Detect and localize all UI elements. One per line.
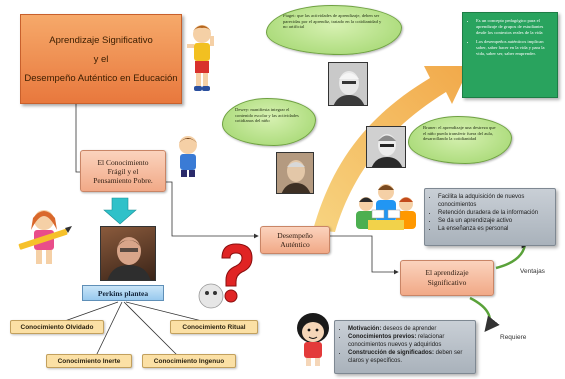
- line-fragil-desempeno: [166, 181, 259, 239]
- thinking-boy-illustration: [179, 136, 197, 177]
- ventajas-item: Se da un aprendizaje activo: [438, 217, 550, 225]
- conocimiento-inerte: Conocimiento Inerte: [46, 354, 132, 368]
- requisitos-list: Motivación: deseos de aprender Conocimie…: [340, 325, 470, 365]
- node-conocimiento-fragil: El Conocimiento Frágil y el Pensamiento …: [80, 150, 166, 192]
- line-desempeno-aprendizaje: [330, 235, 399, 275]
- piaget-photo: [328, 62, 368, 106]
- cloud-piaget: Piaget: que las actividades de aprendiza…: [266, 5, 402, 55]
- ventajas-item: Facilita la adquisición de nuevos conoci…: [438, 193, 550, 209]
- ventajas-label: Ventajas: [520, 268, 545, 275]
- requisito-title: Motivación:: [348, 326, 382, 332]
- ventajas-item: La enseñanza es personal: [438, 225, 550, 233]
- line-olvidado: [61, 301, 119, 323]
- boy-illustration: [187, 25, 214, 91]
- desempeno-line2: Auténtico: [280, 240, 310, 249]
- requisito-title: Conocimientos previos:: [348, 334, 417, 341]
- cloud-dewey-text: Dewey: manifiesta integrar el contenido …: [235, 107, 299, 124]
- cyan-down-arrow: [103, 197, 137, 225]
- definicion-item: Es un concepto pedagógico para el aprend…: [476, 18, 551, 36]
- conocimiento-olvidado: Conocimiento Olvidado: [10, 320, 104, 334]
- requiere-label: Requiere: [500, 334, 527, 341]
- definicion-item: Los desempeños auténticos implican saber…: [476, 39, 551, 57]
- cloud-bruner-text: Bruner: el aprendizaje una destreza que …: [423, 125, 496, 142]
- requisito-title: Construcción de significados:: [348, 350, 435, 357]
- fragil-line1: El Conocimiento: [97, 157, 149, 167]
- title-line3: Desempeño Auténtico en Educación: [24, 72, 178, 84]
- title-box: Aprendizaje Significativo y el Desempeño…: [20, 14, 182, 104]
- aprendizaje-line2: Significativo: [427, 278, 467, 287]
- bruner-photo: [366, 126, 406, 168]
- ventajas-list: Facilita la adquisición de nuevos conoci…: [430, 193, 550, 233]
- conocimiento-ritual: Conocimiento Ritual: [170, 320, 258, 334]
- cloud-bruner: Bruner: el aprendizaje una destreza que …: [408, 116, 512, 164]
- line-ingenuo: [123, 301, 179, 357]
- ventajas-box: Facilita la adquisición de nuevos conoci…: [424, 188, 556, 246]
- perkins-label: Perkins plantea: [82, 285, 164, 301]
- requiere-arrow: [469, 296, 500, 332]
- dewey-photo: [276, 152, 314, 194]
- title-line1: Aprendizaje Significativo: [49, 34, 153, 46]
- cartoon-girl-illustration: [297, 313, 329, 366]
- line-inerte: [95, 301, 123, 357]
- cloud-dewey: Dewey: manifiesta integrar el contenido …: [222, 98, 316, 146]
- requisito-text: deben ser claros y específicos.: [348, 350, 463, 365]
- big-yellow-arrow: [313, 66, 470, 232]
- requisito-text: deseos de aprender: [381, 326, 437, 332]
- requisitos-box: Motivación: deseos de aprender Conocimie…: [334, 320, 476, 374]
- requisito-text: relacionar conocimientos nuevos y adquir…: [348, 334, 445, 349]
- node-desempeno-autentico: Desempeño Auténtico: [260, 226, 330, 254]
- definicion-box: Es un concepto pedagógico para el aprend…: [462, 12, 558, 98]
- kids-reading-illustration: [356, 184, 416, 230]
- cloud-piaget-text: Piaget: que las actividades de aprendiza…: [283, 13, 382, 30]
- fragil-line2: Frágil y el: [107, 166, 139, 176]
- title-line2: y el: [93, 53, 109, 65]
- question-mark-icon: [198, 243, 253, 309]
- definicion-list: Es un concepto pedagógico para el aprend…: [469, 18, 551, 57]
- aprendizaje-line1: El aprendizaje: [425, 267, 469, 277]
- girl-pencil-illustration: [18, 210, 72, 264]
- desempeno-line1: Desempeño: [277, 231, 313, 240]
- fragil-line3: Pensamiento Pobre.: [93, 175, 153, 185]
- node-aprendizaje-significativo: El aprendizaje Significativo: [400, 260, 494, 296]
- requisitos-item: Construcción de significados: deben ser …: [348, 349, 470, 365]
- ventajas-item: Retención duradera de la información: [438, 209, 550, 217]
- requisitos-item: Conocimientos previos: relacionar conoci…: [348, 333, 470, 349]
- perkins-photo: [100, 226, 156, 281]
- requisitos-item: Motivación: deseos de aprender: [348, 325, 470, 333]
- conocimiento-ingenuo: Conocimiento Ingenuo: [142, 354, 236, 368]
- line-ritual: [125, 301, 207, 323]
